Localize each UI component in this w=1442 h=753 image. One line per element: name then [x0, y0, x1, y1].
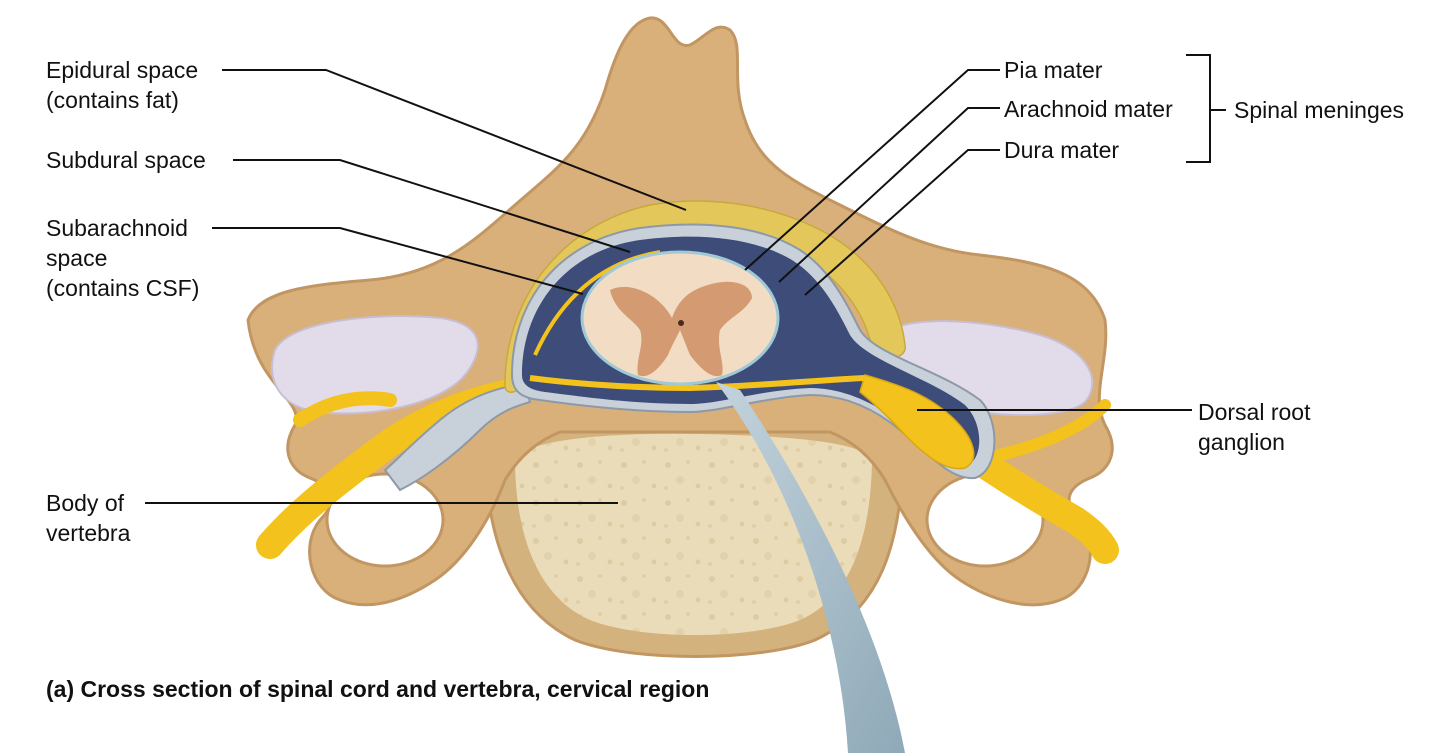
label-pointer-lines	[145, 54, 1226, 504]
dorsal-root-ganglion	[859, 374, 975, 470]
pointer-epidural	[222, 69, 687, 211]
gray-matter	[610, 281, 752, 377]
articular-facet-left	[271, 315, 479, 415]
transverse-foramen-left	[325, 472, 445, 568]
label-dorsal-root-ganglion: Dorsal root ganglion	[1198, 399, 1311, 455]
nerve-roots	[529, 375, 866, 392]
pointer-subarachnoid	[212, 227, 584, 295]
pointer-pia	[744, 69, 1000, 271]
figure-caption: (a) Cross section of spinal cord and ver…	[46, 676, 710, 702]
pointer-subdural	[233, 159, 631, 253]
spinal-cord	[580, 250, 780, 386]
zoom-callout	[716, 382, 905, 753]
dural-root-sleeve	[383, 383, 532, 492]
label-pia-mater: Pia mater	[1004, 57, 1103, 83]
meninges-bracket	[1186, 54, 1211, 163]
label-spinal-meninges: Spinal meninges	[1234, 97, 1405, 123]
label-subarachnoid-space: Subarachnoid space (contains CSF)	[46, 215, 200, 301]
label-dura-mater: Dura mater	[1004, 137, 1120, 163]
label-arachnoid-mater: Arachnoid mater	[1004, 96, 1173, 122]
pointer-dura	[804, 149, 1000, 296]
label-body-of-vertebra: Body of vertebra	[46, 490, 131, 546]
label-epidural-space: Epidural space (contains fat)	[46, 57, 199, 113]
pointer-arachnoid	[778, 107, 1000, 283]
label-subdural-space: Subdural space	[46, 147, 206, 173]
